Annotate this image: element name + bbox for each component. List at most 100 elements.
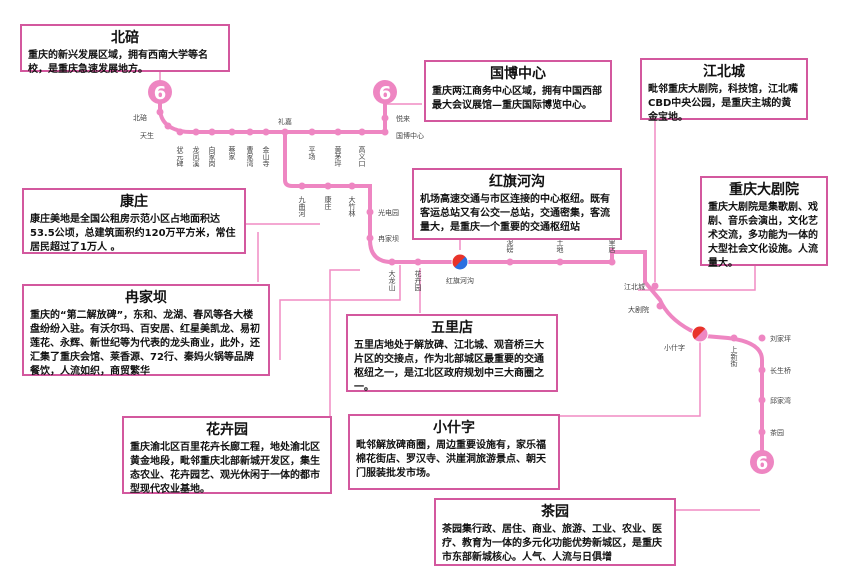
box-title: 北碚 (111, 30, 139, 46)
transfer-station-xiaoshizi (691, 325, 709, 343)
station-label: 高义口 (358, 145, 366, 167)
station-label: 状元碑 (176, 145, 184, 168)
station-label: 上新街 (730, 345, 738, 368)
station-label: 光电园 (378, 208, 399, 217)
station-changshengqiao (758, 366, 766, 374)
station-wulidian (608, 258, 616, 266)
station-pingchang (308, 128, 316, 136)
vertical-station-labels: 状元碑 龙凤溪 向家岗 蔡家 曹家湾 金山寺 平场 黄茅坪 高义口 九曲河 康庄… (176, 145, 738, 368)
station-jiangbeicheng (651, 282, 659, 290)
station-gaoyikou (358, 128, 366, 136)
info-box-xiaoshizi: 小什字 毗邻解放碑商圈，周边重要设施有，家乐福棉花街店、罗汉寺、洪崖洞旅游景点、… (348, 414, 560, 490)
line-badge-yuelai: 6 (373, 80, 397, 104)
station-hongtudi (556, 258, 564, 266)
station-label: 江北城 (624, 283, 645, 291)
box-title: 冉家坝 (125, 290, 167, 306)
info-box-chayuan: 茶园 茶园集行政、居住、商业、旅游、工业、农业、医疗、教育为一体的多元化功能优势… (434, 498, 676, 566)
info-box-dajuyuan: 重庆大剧院 重庆大剧院是集歌剧、戏剧、音乐会演出，文化艺术交流，多功能为一体的大… (700, 176, 828, 269)
station-label: 刘家坪 (770, 334, 791, 343)
station-beibei (156, 108, 164, 116)
station-labels: 北碚 天生 国博中心 悦来 礼嘉 光电园 冉家坝 江北城 大剧院 小什字 刘家坪… (133, 113, 791, 437)
station-xiangjiagang (208, 128, 216, 136)
info-box-beibei: 北碚 重庆的新兴发展区域，拥有西南大学等名校，是重庆急速发展地方。 (20, 24, 230, 75)
station-label: 蔡家 (228, 145, 236, 160)
line-badge-number: 6 (379, 83, 392, 104)
station-label: 大竹林 (348, 195, 356, 218)
station-label: 花卉园 (414, 269, 422, 292)
station-label: 九曲河 (298, 195, 306, 217)
box-desc: 五里店地处于解放碑、江北城、观音桥三大片区的交接点，作为北部城区最重要的交通枢纽… (354, 340, 544, 393)
station-label: 康庄 (324, 195, 332, 211)
station-label: 礼嘉 (278, 117, 292, 126)
station-label: 天生 (140, 131, 154, 140)
station-longfengqiao (192, 128, 200, 136)
station-zhuangyuanbei (176, 128, 184, 136)
station-ranjiaba (366, 234, 374, 242)
box-title: 国博中心 (490, 66, 546, 82)
box-title: 江北城 (703, 64, 745, 80)
station-label: 冉家坝 (378, 234, 399, 243)
box-desc: 重庆两江商务中心区域，拥有中国西部最大会议展馆—重庆国际博览中心。 (432, 86, 602, 111)
station-huangnibang (506, 258, 514, 266)
info-box-huahuiyuan: 花卉园 重庆渝北区百里花卉长廊工程，地处渝北区黄金地段，毗邻重庆北部新城开发区，… (122, 416, 332, 495)
station-huahuiyuan (414, 258, 422, 266)
station-label: 红旗河沟 (446, 276, 474, 285)
station-label: 黄茅坪 (334, 145, 342, 168)
box-desc: 康庄美地是全国公租房示范小区占地面积达53.5公顷，总建筑面积约120万平方米，… (30, 214, 236, 253)
station-label: 大剧院 (628, 305, 649, 314)
station-label: 龙凤溪 (192, 145, 200, 168)
station-label: 黄泥磅 (506, 231, 514, 254)
box-title: 重庆大剧院 (729, 182, 799, 198)
info-box-guobo: 国博中心 重庆两江商务中心区域，拥有中国西部最大会议展馆—重庆国际博览中心。 (424, 60, 612, 122)
station-huangmaoping (334, 128, 342, 136)
station-label: 邱家湾 (770, 396, 791, 405)
transfer-station-hongqihegou (451, 253, 469, 271)
station-qiujiawan (758, 396, 766, 404)
station-label: 金山寺 (262, 145, 270, 167)
info-box-wulidian: 五里店 五里店地处于解放碑、江北城、观音桥三大片区的交接点，作为北部城区最重要的… (346, 314, 558, 393)
line-badge-chayuan: 6 (750, 450, 774, 474)
station-dazhulin (348, 182, 356, 190)
station-label: 向家岗 (208, 145, 216, 167)
station-label: 大龙山 (388, 269, 396, 292)
station-dajuyuan (656, 302, 664, 310)
box-desc: 重庆的“第二解放碑”，东和、龙湖、春风等各大楼盘纷纷入驻。有沃尔玛、百安居、红星… (30, 310, 260, 377)
station-jiuquhe (298, 182, 306, 190)
station-label: 国博中心 (396, 131, 424, 140)
box-desc: 茶园集行政、居住、商业、旅游、工业、农业、医疗、教育为一体的多元化功能优势新城区… (442, 524, 662, 563)
station-chayuan (758, 428, 766, 436)
station-yuelai (381, 114, 389, 122)
station-label: 茶园 (770, 428, 784, 437)
line-badge-beibei: 6 (148, 80, 172, 104)
station-liujiaping (758, 334, 766, 342)
box-desc: 毗邻重庆大剧院，科技馆，江北嘴CBD中央公园，是重庆主城的黄金宝地。 (648, 84, 798, 123)
station-dalongshan (388, 258, 396, 266)
info-box-jiangbeicheng: 江北城 毗邻重庆大剧院，科技馆，江北嘴CBD中央公园，是重庆主城的黄金宝地。 (640, 58, 808, 123)
station-kangzhuang (324, 182, 332, 190)
station-lijia (281, 128, 289, 136)
station-guobozhongxin (381, 128, 389, 136)
station-label: 小什字 (664, 343, 685, 352)
station-label: 曹家湾 (246, 145, 254, 168)
box-desc: 重庆大剧院是集歌剧、戏剧、音乐会演出，文化艺术交流，多功能为一体的大型社会文化设… (708, 202, 818, 269)
box-title: 小什字 (433, 420, 475, 436)
station-label: 悦来 (396, 114, 410, 123)
box-desc: 重庆渝北区百里花卉长廊工程，地处渝北区黄金地段，毗邻重庆北部新城开发区，集生态农… (130, 442, 320, 495)
box-desc: 机场高速交通与市区连接的中心枢纽。既有客运总站又有公交一总站，交通密集，客流量大… (420, 194, 610, 233)
box-title: 红旗河沟 (489, 174, 545, 190)
box-desc: 毗邻解放碑商圈，周边重要设施有，家乐福棉花街店、罗汉寺、洪崖洞旅游景点、朝天门服… (356, 440, 546, 479)
station-tiansheng (164, 122, 172, 130)
info-box-kangzhuang: 康庄 康庄美地是全国公租房示范小区占地面积达53.5公顷，总建筑面积约120万平… (22, 188, 246, 254)
station-shangxinjie (730, 334, 738, 342)
info-box-hongqihegou: 红旗河沟 机场高速交通与市区连接的中心枢纽。既有客运总站又有公交一总站，交通密集… (412, 168, 622, 240)
info-box-ranjiaba: 冉家坝 重庆的“第二解放碑”，东和、龙湖、春风等各大楼盘纷纷入驻。有沃尔玛、百安… (22, 284, 270, 377)
station-label: 平场 (308, 146, 316, 161)
line-badge-number: 6 (756, 453, 769, 474)
station-jinshansi (262, 128, 270, 136)
box-title: 康庄 (120, 194, 148, 210)
station-label: 红土地 (556, 231, 564, 253)
stations (156, 108, 766, 436)
box-title: 花卉园 (206, 422, 248, 438)
station-label: 长生桥 (770, 366, 791, 375)
box-desc: 重庆的新兴发展区域，拥有西南大学等名校，是重庆急速发展地方。 (28, 50, 208, 75)
